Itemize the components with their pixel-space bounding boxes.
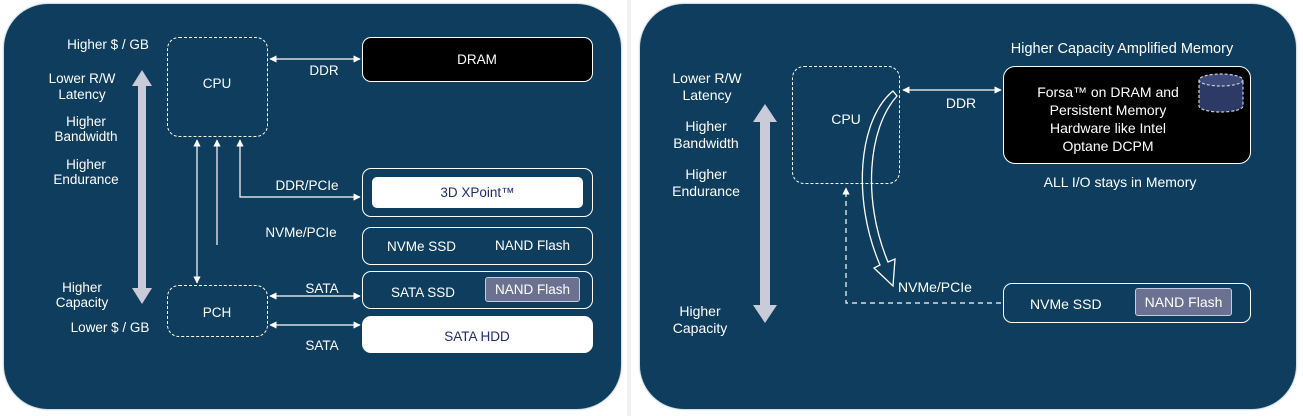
right-nvme-ssd-box	[1003, 283, 1251, 323]
sata-hdd-link-label: SATA	[305, 338, 339, 353]
higher-capacity-label-line2: Capacity	[55, 295, 109, 310]
higher-capacity-label-line1: Higher	[62, 280, 102, 295]
higher-cost-label: Higher $ / GB	[67, 37, 149, 52]
higher-bandwidth-label-line2: Bandwidth	[54, 129, 118, 144]
ddr-link-label: DDR	[309, 63, 339, 78]
left-scale-double-arrow	[132, 70, 152, 304]
curved-cpu-nvme-arrow	[861, 90, 898, 288]
right-lower-latency-line2: Latency	[682, 87, 732, 103]
higher-endurance-label-line2: Endurance	[53, 172, 119, 187]
xpoint-box	[362, 168, 593, 217]
pch-box	[167, 285, 268, 337]
right-higher-endurance-line1: Higher	[685, 166, 727, 182]
left-cpu-box	[167, 37, 268, 137]
pch-label: PCH	[202, 305, 232, 320]
memory-line-4: Optane DCPM	[1062, 138, 1154, 154]
right-nand-chip: NAND Flash	[1135, 288, 1232, 316]
lower-cost-label: Lower $ / GB	[70, 320, 150, 335]
sata-ssd-label: SATA SSD	[391, 285, 456, 300]
higher-endurance-label-line1: Higher	[66, 157, 106, 172]
memory-caption: ALL I/O stays in Memory	[1043, 174, 1197, 190]
sata-ssd-box	[362, 271, 593, 309]
lower-latency-label-line2: Latency	[58, 87, 106, 102]
right-higher-endurance-line2: Endurance	[672, 183, 740, 199]
right-title: Higher Capacity Amplified Memory	[1010, 41, 1234, 57]
nvme-ssd-box	[362, 227, 593, 265]
panel-divider	[627, 0, 631, 416]
right-ddr-label: DDR	[945, 95, 977, 111]
nvme-cpu-dashed-arrow	[842, 187, 1001, 304]
memory-line-3: Hardware like Intel	[1050, 120, 1166, 136]
amplified-memory-box	[1003, 66, 1251, 164]
lower-latency-label-line1: Lower R/W	[48, 71, 116, 86]
sata-hdd-box	[362, 316, 593, 353]
right-lower-latency-line1: Lower R/W	[672, 70, 742, 86]
dram-box	[362, 37, 593, 82]
right-higher-bandwidth-line2: Bandwidth	[673, 135, 739, 151]
right-cpu-label: CPU	[831, 111, 861, 127]
cpu-xpoint-arrow	[236, 139, 361, 201]
sata-ssd-link-label: SATA	[305, 281, 339, 296]
right-nvme-ssd-label: NVMe SSD	[1030, 296, 1102, 312]
right-higher-capacity-line1: Higher	[679, 303, 721, 319]
higher-bandwidth-label-line1: Higher	[66, 114, 106, 129]
right-scale-double-arrow	[753, 104, 777, 323]
memory-line-1: Forsa™ on DRAM and	[1037, 84, 1179, 100]
right-higher-bandwidth-line1: Higher	[685, 118, 727, 134]
sata-hdd-label: SATA HDD	[444, 329, 510, 344]
nvme-pcie-link-label: NVMe/PCIe	[265, 225, 337, 240]
xpoint-label: 3D XPoint™	[372, 177, 583, 208]
sata-nand-chip: NAND Flash	[485, 277, 580, 302]
nvme-nand-label: NAND Flash	[495, 238, 571, 253]
dram-label: DRAM	[457, 52, 497, 67]
nvme-ssd-label: NVMe SSD	[387, 239, 457, 254]
database-icon	[1198, 73, 1244, 113]
right-higher-capacity-line2: Capacity	[672, 320, 728, 336]
memory-line-2: Persistent Memory	[1049, 102, 1167, 118]
left-cpu-label: CPU	[202, 76, 232, 91]
right-nvme-pcie-label: NVMe/PCIe	[898, 279, 972, 295]
right-cpu-box	[792, 66, 900, 184]
